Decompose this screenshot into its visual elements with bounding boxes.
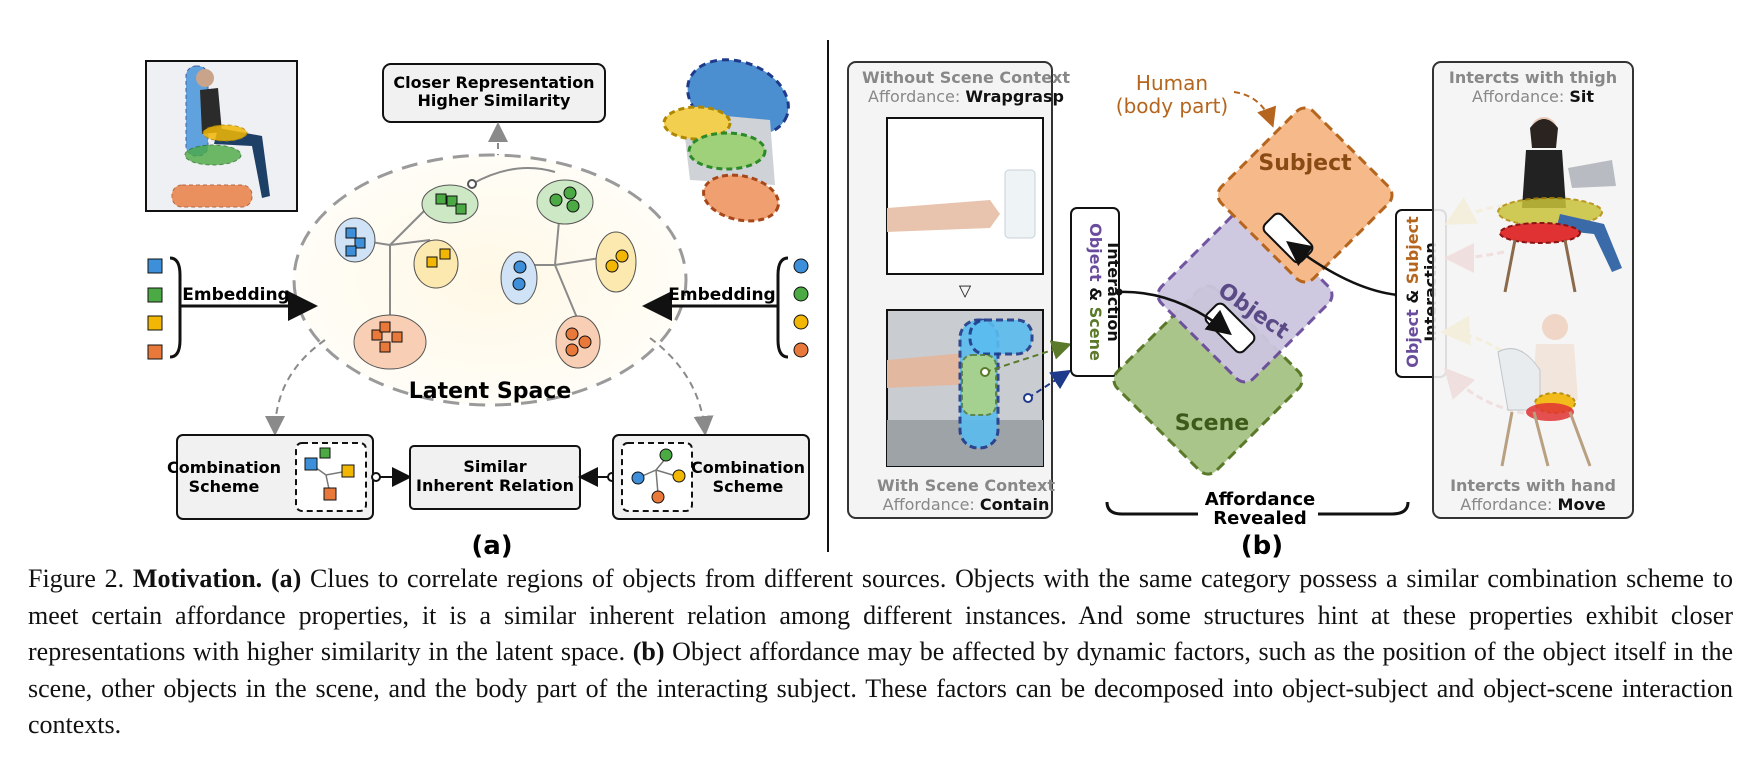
embedding-left-label: Embedding [182,285,289,305]
combination-left-line-2: Scheme [189,477,260,496]
person-moving-chair-photo [1497,314,1592,467]
top-box-line-2: Higher Similarity [418,91,572,110]
arrow-to-left-scheme [265,339,326,436]
arrow-scene-interaction [1118,290,1232,336]
combination-scheme-left: Combination Scheme [167,434,374,520]
panel-b-label: (b) [1241,531,1283,560]
chair-3d-render [662,58,790,223]
subject-diamond: Subject [1216,106,1394,284]
arrow-subject-interaction [1286,240,1399,297]
combination-scheme-right: Combination Scheme [612,434,810,520]
similar-inherent-relation-box: Similar Inherent Relation [409,445,581,510]
arrow-to-right-scheme [649,337,714,436]
affordance-revealed-line-1: Affordance [1205,489,1315,510]
caption-figure-label: Figure 2. [28,564,125,593]
similar-relation-line-1: Similar [463,457,526,476]
left-embedding: Embedding [147,256,318,360]
interaction-left-label: Interaction [1104,242,1123,342]
person-sitting-photo [1497,117,1622,293]
caption-b-label: (b) [632,637,665,666]
subject-label: Subject [1258,151,1352,176]
svg-text:Object & Subject: Object & Subject [1403,216,1422,368]
affordance-revealed-line-2: Revealed [1213,508,1306,529]
combination-right-line-2: Scheme [713,477,784,496]
caption-a-text: Clues to correlate regions of objects fr… [28,564,1734,666]
thigh-title: Intercts with thigh [1449,68,1617,87]
chair-photo [145,60,298,212]
with-context-affordance: Affordance: Contain [883,495,1050,514]
thigh-affordance: Affordance: Sit [1472,87,1594,106]
latent-space-label: Latent Space [409,379,572,404]
combination-left-line-1: Combination [167,458,281,477]
caption-heading: Motivation. [132,564,263,593]
figure-2: Closer Representation Higher Similarity … [145,40,1634,560]
human-label-line-2: (body part) [1116,94,1228,118]
down-triangle-icon: ▽ [959,281,972,300]
object-scene-interaction-box: Object & Scene Interaction [1070,207,1123,377]
panel-b: Without Scene Context Affordance: Wrapgr… [847,61,1634,560]
panel-a-label: (a) [471,531,512,560]
top-box-line-1: Closer Representation [393,73,594,92]
right-embedding: Embedding [642,256,809,359]
panel-a: Closer Representation Higher Similarity … [145,58,810,560]
caption-b-text: Object affordance may be affected by dyn… [28,637,1734,739]
scene-label: Scene [1175,411,1249,436]
figure-caption: Figure 2. Motivation. (a) Clues to corre… [28,561,1733,744]
svg-text:Object & Scene: Object & Scene [1086,223,1105,361]
scene-context-card: Without Scene Context Affordance: Wrapgr… [847,61,1070,519]
hand-affordance: Affordance: Move [1460,495,1606,514]
human-label-line-1: Human [1136,71,1208,95]
caption-a-label: (a) [270,564,302,593]
with-context-title: With Scene Context [877,476,1055,495]
closer-representation-box: Closer Representation Higher Similarity [382,63,606,123]
embedding-right-label: Embedding [668,285,775,305]
combination-right-line-1: Combination [691,458,805,477]
similar-relation-line-2: Inherent Relation [416,476,574,495]
cluster-orange-circles [555,315,601,369]
without-context-title: Without Scene Context [862,68,1070,87]
subject-context-card: Intercts with thigh Affordance: Sit [1432,61,1634,519]
hand-title: Intercts with hand [1450,476,1616,495]
cluster-green-circles [536,179,594,225]
without-context-affordance: Affordance: Wrapgrasp [868,87,1064,106]
